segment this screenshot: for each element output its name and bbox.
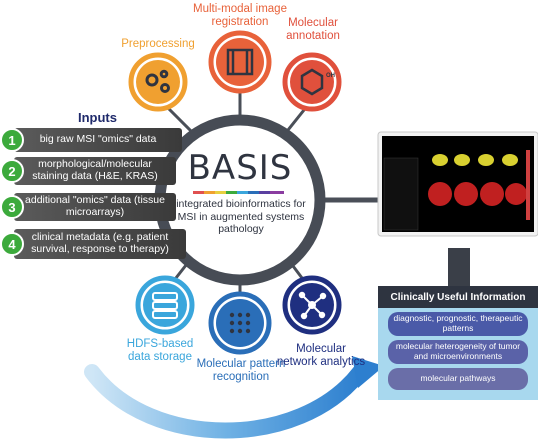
registration-label: Multi-modal image registration xyxy=(193,3,287,29)
clinical-item-2: molecular heterogeneity of tumor and mic… xyxy=(388,340,528,364)
annotation-module xyxy=(282,52,342,112)
network-icon xyxy=(298,291,327,320)
monitor xyxy=(377,131,538,288)
flow-arrow-head xyxy=(352,356,384,388)
title-underline xyxy=(193,191,284,194)
oh-label: OH xyxy=(326,73,335,79)
basis-title: BASIS xyxy=(187,148,293,188)
annotation-label: Molecular annotation xyxy=(286,17,340,43)
network-module xyxy=(282,275,342,335)
input-number-3: 3 xyxy=(0,195,24,219)
network-label: Molecular network analytics xyxy=(276,343,366,369)
clinical-item-1: diagnostic, prognostic, therapeutic patt… xyxy=(388,312,528,336)
input-bar-3: additional "omics" data (tissue microarr… xyxy=(14,193,176,221)
input-bar-4: clinical metadata (e.g. patient survival… xyxy=(14,229,186,259)
tissue-thumbnails-yellow xyxy=(432,154,518,166)
dot-grid-icon xyxy=(229,312,251,334)
tissue-thumbnails-red xyxy=(428,182,527,206)
registration-module xyxy=(208,30,272,94)
database-icon xyxy=(152,292,178,319)
molecule-icon xyxy=(300,68,324,96)
flow-arrow xyxy=(84,364,368,439)
input-bar-1: big raw MSI "omics" data xyxy=(14,128,182,152)
pattern-module xyxy=(208,291,272,355)
preprocessing-module xyxy=(128,52,188,112)
input-number-4: 4 xyxy=(0,232,24,256)
inputs-title: Inputs xyxy=(78,110,117,125)
clinical-title: Clinically Useful Information xyxy=(378,286,538,308)
basis-subtitle: integrated bioinformatics for MSI in aug… xyxy=(176,198,306,236)
preprocessing-label: Preprocessing xyxy=(121,38,195,50)
storage-label: HDFS-based data storage xyxy=(126,338,194,364)
input-number-2: 2 xyxy=(0,159,24,183)
input-number-1: 1 xyxy=(0,128,24,152)
gears-icon xyxy=(145,69,170,93)
layers-icon xyxy=(226,48,254,76)
storage-module xyxy=(135,275,195,335)
pattern-label: Molecular pattern recognition xyxy=(196,358,286,384)
clinical-item-3: molecular pathways xyxy=(388,368,528,390)
input-bar-2: morphological/molecular staining data (H… xyxy=(14,157,176,185)
